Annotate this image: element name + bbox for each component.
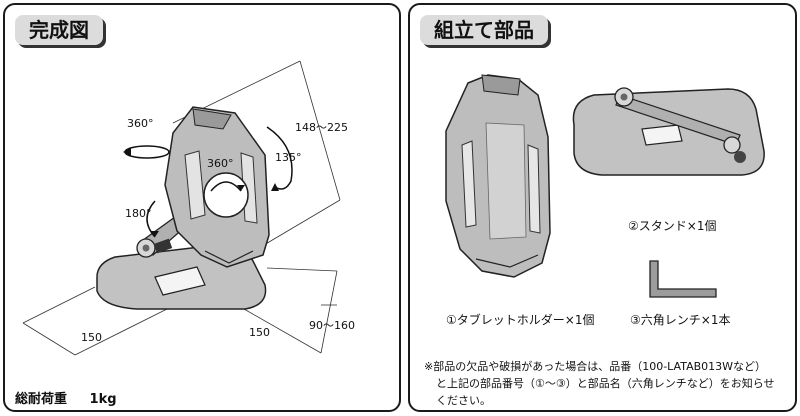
stand-part bbox=[572, 87, 765, 176]
part-3-label: ③六角レンチ×1本 bbox=[630, 313, 731, 327]
assembled-stand-illustration bbox=[22, 60, 341, 356]
completed-view-title: 完成図 bbox=[15, 15, 103, 45]
rotation-label-center: 360° bbox=[207, 157, 234, 170]
note-line-3: ください。 bbox=[436, 394, 491, 407]
weight-value: 1kg bbox=[89, 392, 117, 407]
weight-label: 総耐荷重 bbox=[15, 392, 68, 407]
missing-parts-note: ※部品の欠品や破損があった場合は、品番（100-LATAB013Wなど） と上記… bbox=[424, 358, 775, 409]
assembly-parts-title: 組立て部品 bbox=[420, 15, 548, 45]
completed-view-panel: 完成図 bbox=[3, 3, 401, 412]
hex-wrench-part bbox=[649, 260, 717, 298]
dimension-base: 90〜160 bbox=[309, 319, 355, 332]
parts-illustration bbox=[445, 74, 765, 298]
tablet-holder-part bbox=[445, 74, 551, 278]
note-line-2: と上記の部品番号（①〜③）と部品名（六角レンチなど）をお知らせ bbox=[436, 377, 775, 390]
part-1-label: ①タブレットホルダー×1個 bbox=[446, 313, 595, 327]
dimension-width: 150 bbox=[249, 326, 270, 339]
assembly-parts-panel: 組立て部品 ①タブレットホルダー×1個 ②スタンド×1個 ③六角レンチ×1本 bbox=[408, 3, 797, 412]
rotation-label-bottom: 180° bbox=[125, 207, 152, 220]
dimension-height: 148〜225 bbox=[295, 121, 348, 134]
rotation-label-top: 360° bbox=[127, 117, 154, 130]
dimension-depth: 150 bbox=[81, 331, 102, 344]
rotation-label-side: 135° bbox=[275, 151, 302, 164]
total-load-capacity: 総耐荷重 1kg bbox=[15, 388, 117, 407]
part-2-label: ②スタンド×1個 bbox=[628, 219, 717, 233]
note-line-1: ※部品の欠品や破損があった場合は、品番（100-LATAB013Wなど） bbox=[424, 360, 767, 373]
